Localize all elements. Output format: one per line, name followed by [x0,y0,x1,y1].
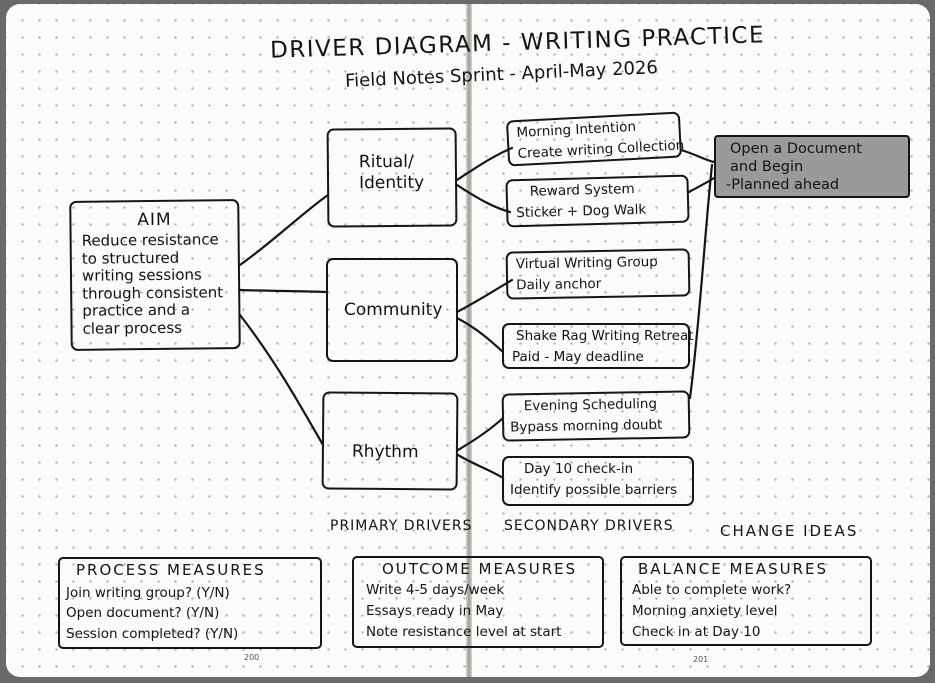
connector-rhythm-sec6 [456,453,505,480]
secondary-driver-title: Morning Intention [516,118,637,142]
outcome-measures-heading: OUTCOME MEASURES [382,560,578,578]
connector-ritual-sec1 [455,146,514,182]
process-measure-item: Session completed? (Y/N) [66,626,239,642]
column-label-change-ideas: CHANGE IDEAS [720,522,859,540]
connector-sec5-change [688,163,714,400]
aim-box: AIM Reduce resistance to structured writ… [69,199,241,351]
balance-measures-box: BALANCE MEASURES Able to complete work? … [620,556,872,646]
primary-driver-community: Community [326,258,458,362]
process-measure-item: Join writing group? (Y/N) [66,585,230,601]
connector-aim-ritual [238,193,330,267]
process-measures-box: PROCESS MEASURES Join writing group? (Y/… [58,557,322,649]
change-idea-line: and Begin [730,159,804,175]
connector-community-sec3 [455,278,514,314]
secondary-driver-detail: Identify possible barriers [510,482,678,498]
connector-ritual-sec2 [455,183,512,214]
connector-aim-rhythm [238,313,325,447]
column-label-primary-drivers: PRIMARY DRIVERS [330,518,473,534]
secondary-driver-morning-intention: Morning Intention Create writing Collect… [505,111,685,167]
balance-measure-item: Morning anxiety level [632,603,778,619]
secondary-driver-title: Day 10 check-in [524,461,634,477]
secondary-driver-detail: Bypass morning doubt [510,416,663,436]
secondary-driver-detail: Daily anchor [516,275,602,294]
process-measures-heading: PROCESS MEASURES [76,561,266,579]
notebook-left-page [6,4,468,677]
process-measure-item: Open document? (Y/N) [66,605,220,621]
secondary-driver-detail: Create writing Collection [517,137,685,163]
secondary-driver-evening-scheduling: Evening Scheduling Bypass morning doubt [501,390,691,442]
change-idea-line: Open a Document [730,141,862,157]
secondary-driver-virtual-writing-group: Virtual Writing Group Daily anchor [505,248,691,300]
primary-driver-label: Community [344,300,443,320]
page-number-left: 200 [244,653,260,662]
balance-measures-heading: BALANCE MEASURES [638,560,829,578]
aim-heading: AIM [137,209,172,231]
outcome-measures-box: OUTCOME MEASURES Write 4-5 days/week Ess… [352,556,604,648]
balance-measure-item: Able to complete work? [632,582,792,598]
connector-community-sec4 [455,316,505,354]
secondary-driver-title: Shake Rag Writing Retreat [516,328,694,344]
secondary-driver-title: Reward System [529,181,635,200]
secondary-driver-detail: Paid - May deadline [512,349,644,365]
secondary-driver-shake-rag-retreat: Shake Rag Writing Retreat Paid - May dea… [502,323,694,369]
notebook-spine [466,4,472,677]
connector-aim-community [238,288,329,294]
connector-sec1-change [679,148,716,164]
connector-sec2-change [687,176,716,194]
notebook-right-page [470,4,930,677]
change-idea-line: -Planned ahead [726,177,840,193]
secondary-driver-day-10-check-in: Day 10 check-in Identify possible barrie… [502,456,694,506]
primary-driver-ritual-identity: Ritual/ Identity [326,127,458,228]
balance-measure-item: Check in at Day 10 [632,624,761,640]
column-label-secondary-drivers: SECONDARY DRIVERS [504,518,674,534]
secondary-driver-reward-system: Reward System Sticker + Dog Walk [505,174,690,228]
primary-driver-rhythm: Rhythm [321,391,459,491]
aim-text: Reduce resistance to structured writing … [81,230,224,338]
secondary-driver-detail: Sticker + Dog Walk [516,201,647,222]
connector-rhythm-sec5 [456,416,505,452]
change-idea-open-document: Open a Document and Begin -Planned ahead [714,135,910,198]
primary-driver-label: Rhythm [351,441,419,463]
outcome-measure-item: Write 4-5 days/week [366,582,505,598]
secondary-driver-title: Virtual Writing Group [515,253,658,273]
primary-driver-label: Ritual/ Identity [358,151,425,194]
outcome-measure-item: Note resistance level at start [366,624,562,640]
page-number-right: 201 [693,655,709,664]
secondary-driver-title: Evening Scheduling [523,395,658,415]
outcome-measure-item: Essays ready in May [366,603,504,619]
